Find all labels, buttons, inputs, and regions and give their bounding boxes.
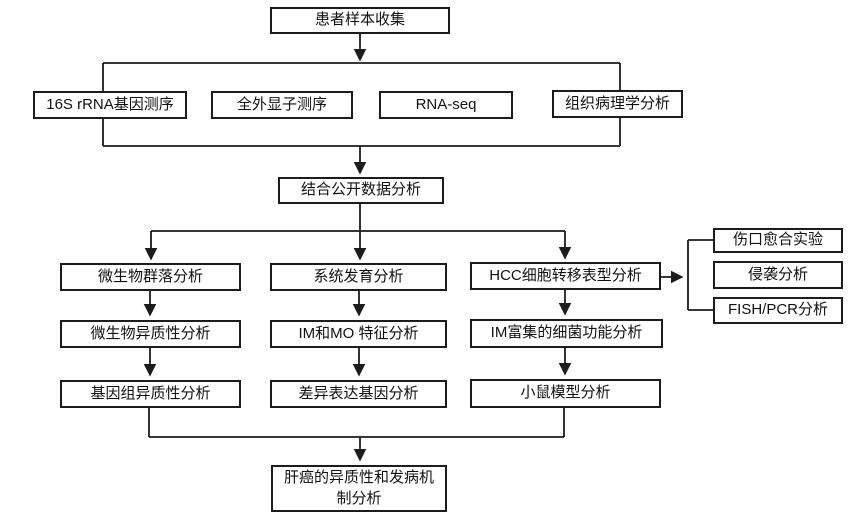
node-whole-exome-sequencing: 全外显子测序 (211, 91, 353, 119)
node-mouse-model-analysis: 小鼠模型分析 (470, 379, 661, 408)
node-invasion-analysis: 侵袭分析 (713, 261, 843, 289)
node-wound-healing-assay: 伤口愈合实验 (713, 228, 843, 253)
node-liver-cancer-heterogeneity-pathogenesis-analysis: 肝癌的异质性和发病机 制分析 (271, 465, 447, 512)
node-public-data-analysis: 结合公开数据分析 (278, 177, 444, 204)
node-genomic-heterogeneity-analysis: 基因组异质性分析 (60, 380, 241, 408)
node-im-enriched-bacteria-function-analysis: IM富集的细菌功能分析 (470, 319, 663, 348)
node-microbial-community-analysis: 微生物群落分析 (60, 263, 241, 291)
node-differential-expression-gene-analysis: 差异表达基因分析 (270, 380, 447, 408)
node-phylogenetic-analysis: 系统发育分析 (270, 263, 447, 291)
node-patient-sample-collection: 患者样本收集 (270, 7, 450, 34)
node-rna-seq: RNA-seq (379, 91, 513, 119)
node-im-mo-feature-analysis: IM和MO 特征分析 (270, 320, 447, 348)
node-fish-pcr-analysis: FISH/PCR分析 (713, 297, 843, 324)
node-16s-rrna-sequencing: 16S rRNA基因测序 (33, 91, 187, 119)
node-microbial-heterogeneity-analysis: 微生物异质性分析 (60, 320, 241, 348)
node-hcc-metastasis-phenotype-analysis: HCC细胞转移表型分析 (470, 262, 661, 290)
node-histopathology-analysis: 组织病理学分析 (552, 90, 683, 118)
